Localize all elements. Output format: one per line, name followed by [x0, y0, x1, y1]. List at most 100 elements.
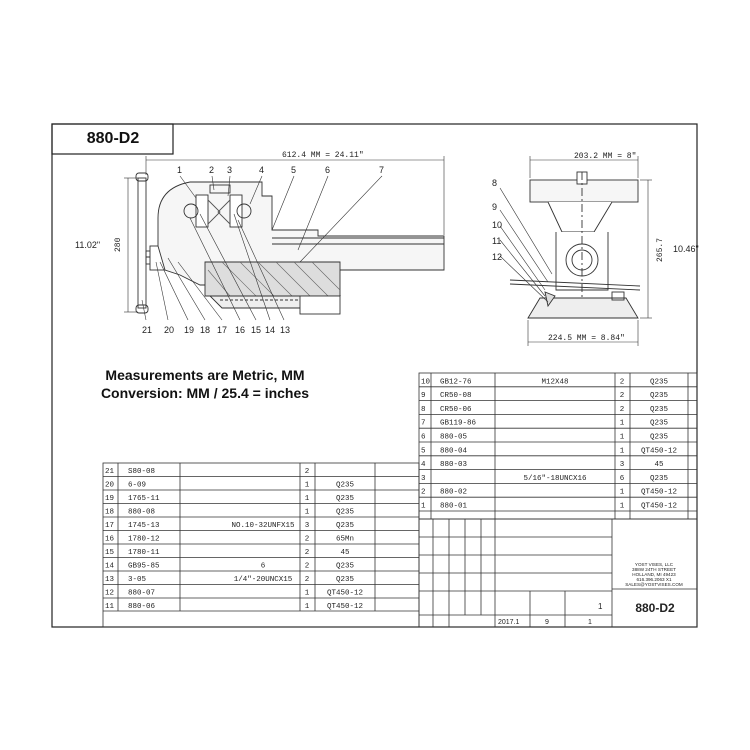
bom-part-code: 880-01 [440, 503, 468, 511]
end-leader-lines [499, 156, 652, 346]
bottom-callouts: 21 20 19 18 17 16 15 14 13 [142, 325, 290, 335]
bom-part-code: GB119-86 [440, 420, 477, 428]
bom-item-number: 6 [421, 434, 426, 442]
callout-18: 18 [200, 325, 210, 335]
callout-5: 5 [291, 165, 296, 175]
callout-4: 4 [259, 165, 264, 175]
callout-6: 6 [325, 165, 330, 175]
bom-quantity: 3 [620, 461, 625, 469]
bom-part-code: 1765-11 [128, 495, 160, 503]
bom-part-code: 6-09 [128, 482, 146, 490]
company-name: YOST VISES, LLC [635, 562, 674, 567]
bom-part-code: 880-03 [440, 461, 468, 469]
callout-8: 8 [492, 178, 497, 188]
bom-part-code: 880-05 [440, 434, 468, 442]
conversion-note: Measurements are Metric, MM Conversion: … [70, 366, 340, 402]
bom-item-number: 9 [421, 392, 426, 400]
side-leader-lines [124, 156, 445, 321]
bom-part-code: CR50-08 [440, 392, 472, 400]
bom-spec: NO.10-32UNFX15 [231, 522, 295, 530]
end-view [509, 171, 641, 319]
company-phone: 616.396.2063 X1 [637, 577, 672, 582]
bom-quantity: 1 [305, 603, 310, 611]
bom-item-number: 4 [421, 461, 426, 469]
bom-part-code: 1745-13 [128, 522, 160, 530]
bom-quantity: 2 [305, 549, 310, 557]
bom-left-grid [102, 462, 420, 628]
bom-item-number: 7 [421, 420, 426, 428]
bom-material: Q235 [336, 522, 355, 530]
bom-part-code: 880-04 [440, 447, 468, 455]
bom-item-number: 19 [105, 495, 114, 503]
callout-17: 17 [217, 325, 227, 335]
date-value: 2017.1 [498, 619, 520, 626]
bom-quantity: 2 [620, 378, 625, 386]
bom-part-code: 3-05 [128, 576, 147, 584]
end-callouts: 8 9 10 11 12 [492, 178, 502, 262]
title-block-grid [418, 518, 698, 628]
bom-material: Q235 [650, 378, 669, 386]
dim-base: 224.5 MM = 8.84" [548, 334, 625, 343]
bom-part-code: 880-02 [440, 489, 467, 497]
bom-quantity: 1 [305, 509, 310, 517]
callout-14: 14 [265, 325, 275, 335]
bom-material: Q235 [336, 482, 355, 490]
callout-7: 7 [379, 165, 384, 175]
bom-item-number: 13 [105, 576, 115, 584]
side-view [135, 172, 445, 315]
bom-item-number: 8 [421, 406, 426, 414]
bom-item-number: 20 [105, 482, 115, 490]
bom-part-code: 880-08 [128, 509, 155, 517]
bom-material: Q235 [650, 406, 669, 414]
bom-quantity: 1 [620, 489, 625, 497]
drawing-title: 880-D2 [86, 130, 140, 147]
bom-material: Q235 [336, 495, 355, 503]
bom-material: 65Mn [336, 536, 354, 544]
dim-side-height-mm: 265.7 [656, 238, 665, 262]
bom-quantity: 6 [620, 475, 625, 483]
bom-item-number: 3 [421, 475, 426, 483]
bom-item-number: 12 [105, 590, 114, 598]
callout-10: 10 [492, 220, 502, 230]
bom-quantity: 1 [620, 434, 625, 442]
bom-item-number: 14 [105, 563, 115, 571]
bom-quantity: 1 [620, 447, 625, 455]
bom-material: 45 [340, 549, 350, 557]
bom-part-code: S80-08 [128, 468, 155, 476]
bom-material: Q235 [336, 576, 355, 584]
callout-21: 21 [142, 325, 152, 335]
bom-item-number: 16 [105, 536, 115, 544]
part-number: 880-D2 [635, 601, 675, 615]
callout-16: 16 [235, 325, 245, 335]
bom-material: QT450-12 [641, 489, 677, 497]
bom-item-number: 17 [105, 522, 114, 530]
dim-length: 612.4 MM = 24.11" [282, 151, 364, 160]
bom-spec: 1/4"-20UNCX15 [234, 576, 293, 584]
bom-part-code: 1780-12 [128, 536, 160, 544]
dim-height-mm: 280 [114, 237, 123, 252]
bom-spec: 5/16"-18UNCX16 [523, 475, 587, 483]
callout-19: 19 [184, 325, 194, 335]
bom-material: QT450-12 [641, 503, 677, 511]
bom-material: QT450-12 [641, 447, 677, 455]
callout-11: 11 [492, 236, 501, 246]
conversion-line-1: Measurements are Metric, MM [105, 367, 305, 383]
company-street: 388W 24TH STREET [632, 567, 676, 572]
callout-13: 13 [280, 325, 290, 335]
bom-part-code: 880-06 [128, 603, 156, 611]
sheets-value: 9 [545, 619, 549, 626]
bom-quantity: 1 [620, 420, 625, 428]
bom-material: Q235 [650, 434, 669, 442]
bom-item-number: 15 [105, 549, 115, 557]
bom-quantity: 2 [620, 406, 625, 414]
